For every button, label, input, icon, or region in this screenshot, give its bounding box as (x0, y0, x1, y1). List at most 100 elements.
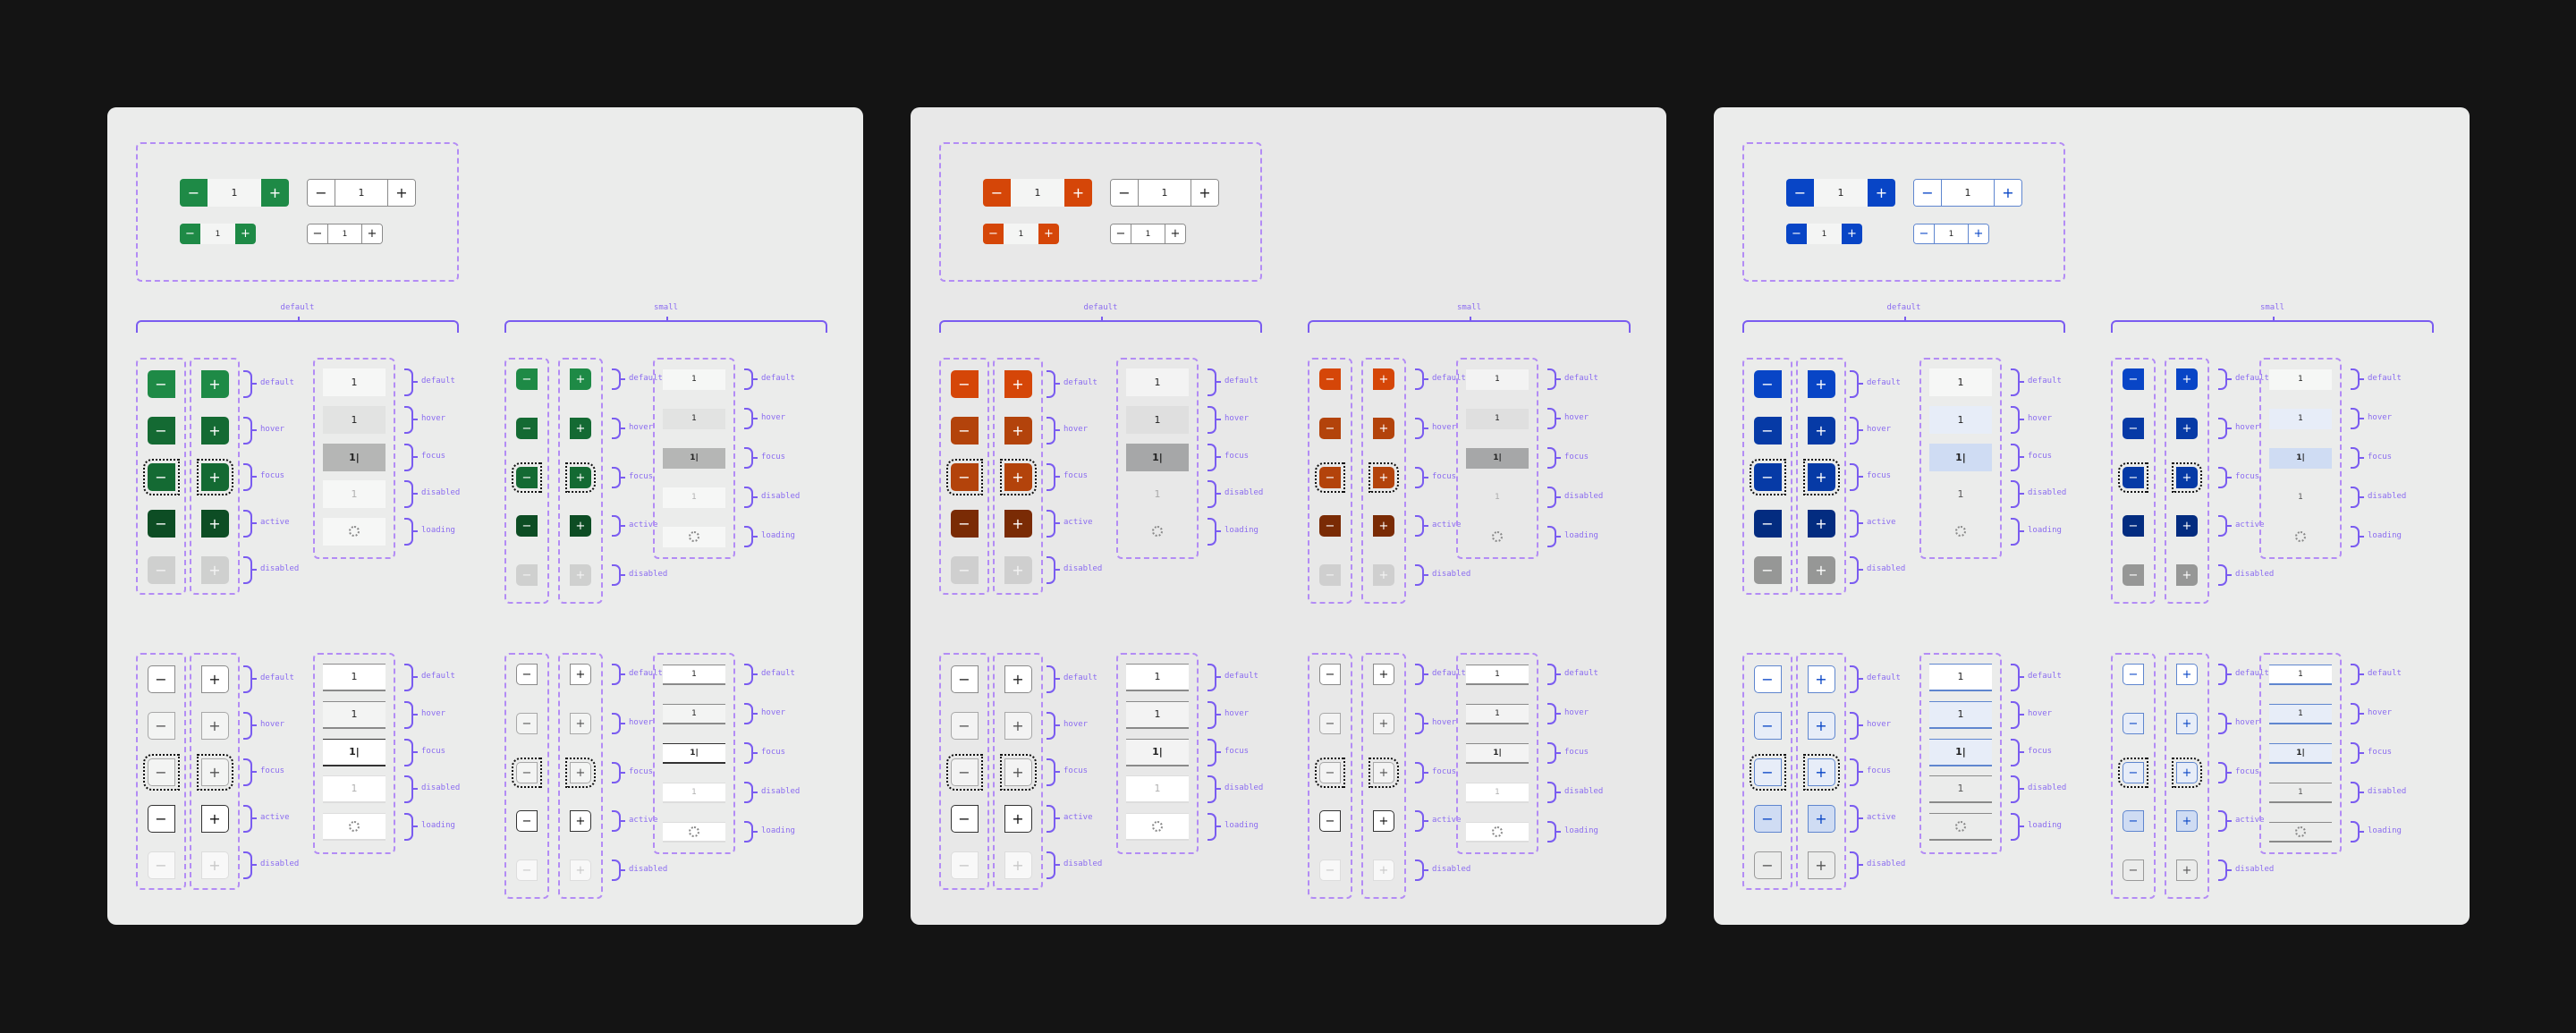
increment-button-focus[interactable]: + (2172, 758, 2202, 788)
decrement-button-hover[interactable]: − (1753, 711, 1782, 740)
increment-button-hover[interactable]: + (570, 713, 591, 734)
decrement-button-focus[interactable]: − (1315, 462, 1345, 493)
increment-button-active[interactable]: + (1807, 509, 1835, 538)
decrement-button[interactable]: − (1111, 180, 1139, 206)
increment-button-active[interactable]: + (1807, 804, 1835, 833)
decrement-button-focus[interactable]: − (945, 458, 983, 495)
increment-button-disabled[interactable]: + (1373, 564, 1394, 586)
decrement-button[interactable]: − (1914, 180, 1942, 206)
decrement-button-disabled[interactable]: − (516, 564, 538, 586)
decrement-button-focus[interactable]: − (512, 758, 542, 788)
quantity-input-hover[interactable]: 1 (1929, 700, 1992, 729)
increment-button-active[interactable]: + (2176, 810, 2198, 832)
increment-button[interactable]: + (1968, 224, 1988, 243)
increment-button-active[interactable]: + (200, 804, 229, 833)
quantity-input-default[interactable]: 1 (663, 664, 725, 685)
increment-button-default[interactable]: + (200, 665, 229, 693)
decrement-button-disabled[interactable]: − (950, 851, 979, 879)
increment-button-disabled[interactable]: + (570, 859, 591, 881)
quantity-input-hover[interactable]: 1 (2269, 703, 2332, 724)
quantity-input-focus[interactable]: 1| (1929, 443, 1992, 471)
increment-button-disabled[interactable]: + (1004, 555, 1032, 584)
increment-button-default[interactable]: + (1004, 369, 1032, 398)
increment-button-focus[interactable]: + (1368, 758, 1399, 788)
decrement-button-hover[interactable]: − (950, 416, 979, 445)
decrement-button-disabled[interactable]: − (1753, 555, 1782, 584)
quantity-input-default[interactable]: 1 (663, 368, 725, 390)
decrement-button[interactable]: − (983, 224, 1004, 244)
increment-button-focus[interactable]: + (196, 458, 233, 495)
quantity-input-focus[interactable]: 1| (323, 738, 386, 766)
increment-button-hover[interactable]: + (2176, 713, 2198, 734)
increment-button-active[interactable]: + (1373, 810, 1394, 832)
increment-button-hover[interactable]: + (570, 418, 591, 439)
decrement-button-default[interactable]: − (1753, 665, 1782, 693)
quantity-input[interactable]: 1 (215, 229, 221, 239)
quantity-input-hover[interactable]: 1 (663, 703, 725, 724)
quantity-input[interactable]: 1 (1145, 229, 1151, 239)
decrement-button-active[interactable]: − (1319, 515, 1341, 537)
decrement-button-active[interactable]: − (1753, 509, 1782, 538)
decrement-button-default[interactable]: − (1319, 664, 1341, 685)
quantity-input-hover[interactable]: 1 (1466, 408, 1529, 429)
decrement-button-focus[interactable]: − (1749, 753, 1786, 791)
increment-button-active[interactable]: + (570, 515, 591, 537)
quantity-input-focus[interactable]: 1| (323, 443, 386, 471)
increment-button-focus[interactable]: + (999, 753, 1037, 791)
decrement-button-default[interactable]: − (516, 664, 538, 685)
decrement-button-focus[interactable]: − (1315, 758, 1345, 788)
quantity-input-hover[interactable]: 1 (1126, 700, 1189, 729)
increment-button-disabled[interactable]: + (2176, 564, 2198, 586)
decrement-button-default[interactable]: − (950, 369, 979, 398)
decrement-button-active[interactable]: − (516, 515, 538, 537)
decrement-button-disabled[interactable]: − (516, 859, 538, 881)
quantity-input-default[interactable]: 1 (1466, 368, 1529, 390)
decrement-button-active[interactable]: − (2123, 810, 2144, 832)
decrement-button-focus[interactable]: − (945, 753, 983, 791)
increment-button-default[interactable]: + (1373, 664, 1394, 685)
increment-button-default[interactable]: + (2176, 368, 2198, 390)
decrement-button-focus[interactable]: − (2118, 462, 2148, 493)
decrement-button-hover[interactable]: − (516, 418, 538, 439)
decrement-button[interactable]: − (1786, 179, 1814, 207)
increment-button-disabled[interactable]: + (2176, 859, 2198, 881)
decrement-button-hover[interactable]: − (147, 416, 175, 445)
increment-button[interactable]: + (1165, 224, 1185, 243)
decrement-button-hover[interactable]: − (147, 711, 175, 740)
increment-button-focus[interactable]: + (2172, 462, 2202, 493)
increment-button-default[interactable]: + (570, 368, 591, 390)
quantity-input-focus[interactable]: 1| (663, 447, 725, 469)
decrement-button[interactable]: − (308, 224, 328, 243)
decrement-button-focus[interactable]: − (512, 462, 542, 493)
decrement-button[interactable]: − (1111, 224, 1131, 243)
decrement-button-hover[interactable]: − (516, 713, 538, 734)
increment-button-default[interactable]: + (1004, 665, 1032, 693)
quantity-input-hover[interactable]: 1 (1126, 405, 1189, 434)
quantity-input[interactable]: 1 (1948, 229, 1954, 239)
increment-button[interactable]: + (387, 180, 415, 206)
quantity-input-default[interactable]: 1 (1929, 663, 1992, 691)
decrement-button-active[interactable]: − (2123, 515, 2144, 537)
increment-button-disabled[interactable]: + (1373, 859, 1394, 881)
decrement-button-focus[interactable]: − (2118, 758, 2148, 788)
decrement-button-active[interactable]: − (147, 509, 175, 538)
decrement-button-focus[interactable]: − (1749, 458, 1786, 495)
increment-button[interactable]: + (1038, 224, 1059, 244)
increment-button-focus[interactable]: + (1802, 753, 1840, 791)
increment-button-default[interactable]: + (1807, 665, 1835, 693)
quantity-input-default[interactable]: 1 (323, 368, 386, 396)
decrement-button-focus[interactable]: − (142, 753, 180, 791)
decrement-button-active[interactable]: − (147, 804, 175, 833)
quantity-input-focus[interactable]: 1| (1126, 443, 1189, 471)
increment-button[interactable]: + (1994, 180, 2021, 206)
quantity-input-focus[interactable]: 1| (2269, 742, 2332, 764)
decrement-button-hover[interactable]: − (1753, 416, 1782, 445)
decrement-button-hover[interactable]: − (2123, 713, 2144, 734)
increment-button-active[interactable]: + (570, 810, 591, 832)
increment-button-hover[interactable]: + (1004, 711, 1032, 740)
quantity-input[interactable]: 1 (1161, 187, 1168, 199)
decrement-button-active[interactable]: − (1753, 804, 1782, 833)
increment-button-active[interactable]: + (1004, 509, 1032, 538)
decrement-button[interactable]: − (308, 180, 335, 206)
quantity-input[interactable]: 1 (342, 229, 348, 239)
